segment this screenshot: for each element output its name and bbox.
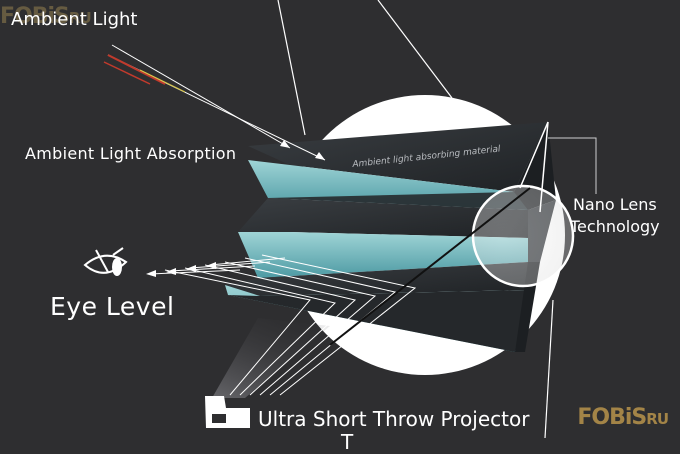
nano-lens-circle — [471, 184, 575, 288]
ambient-ray-yellow — [139, 69, 186, 93]
nano-lens-pointer — [519, 121, 549, 189]
guide-line — [377, 0, 453, 99]
nano-lens-callout — [548, 137, 597, 194]
nano-lens-label: Nano Lens Technology — [570, 195, 660, 236]
panel-top-dark — [248, 122, 548, 192]
eye-icon — [83, 247, 128, 276]
watermark-logo-top: FOBiSRU — [0, 4, 92, 29]
panel-mid-dark — [238, 198, 528, 238]
watermark-logo-bottom: FOBiSRU — [577, 405, 669, 430]
ambient-ray — [111, 44, 291, 149]
projector-rays — [164, 254, 417, 396]
eye-level-label: Eye Level — [50, 292, 175, 321]
arrow-head — [280, 140, 290, 148]
projector-label: Ultra Short Throw Projector — [258, 407, 530, 431]
ambient-ray-red — [103, 61, 151, 85]
projector-ray-arrows — [146, 262, 216, 277]
nano-lens-pointer — [539, 121, 549, 213]
projector-ray-lines — [149, 257, 286, 275]
cut-off-text: T — [341, 430, 354, 454]
ambient-ray-red — [107, 54, 166, 85]
guide-line — [544, 299, 554, 438]
panel-mid-cyan — [238, 232, 528, 278]
guide-line — [277, 0, 306, 136]
panel-base-dark — [228, 290, 528, 352]
absorption-label: Ambient Light Absorption — [25, 144, 237, 163]
projector-beam — [212, 318, 330, 398]
projector-icon — [205, 396, 250, 428]
diagram-canvas — [83, 0, 597, 438]
direct-ray — [329, 187, 531, 346]
ambient-light-label: Ambient Light — [11, 9, 138, 30]
arrow-head — [315, 152, 325, 160]
